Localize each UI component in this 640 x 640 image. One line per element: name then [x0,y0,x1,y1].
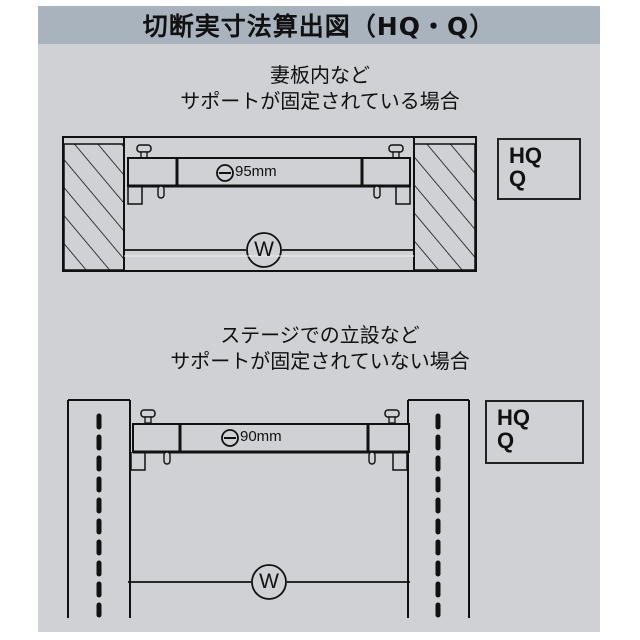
unfixed-caption-line1: ステージでの立設など [220,323,420,347]
unfixed-model-label-box: HQ Q [485,400,584,464]
right-end-plate-wall [413,143,476,271]
model-label-q: Q [509,166,527,191]
right-knob [388,144,404,159]
page-title: 切断実寸法算出図（HQ・Q） [142,12,496,41]
fixed-caption-line2: サポートが固定されている場合 [180,89,460,113]
fixed-caption-line1: 妻板内など [270,63,370,87]
fixed-model-label-box: HQ Q [497,138,581,200]
diagram-panel [38,6,600,632]
unfixed-support-diagram [67,399,470,618]
fixed-dimension-label [216,164,234,182]
fixed-width-symbol: W [254,238,274,261]
model-label-q: Q [497,428,515,453]
unfixed-width-symbol: W [259,570,279,593]
unfixed-dimension-value: 90mm [240,428,282,445]
title-bar: 切断実寸法算出図（HQ・Q） [38,6,600,44]
fixed-dimension-value: 95mm [235,163,277,180]
width-symbol-circle [246,232,282,268]
left-end-plate-wall [63,143,125,271]
model-label-hq: HQ [509,143,542,168]
left-knob [136,144,152,159]
unfixed-caption-line2: サポートが固定されていない場合 [170,349,470,373]
model-label-hq: HQ [497,405,530,430]
